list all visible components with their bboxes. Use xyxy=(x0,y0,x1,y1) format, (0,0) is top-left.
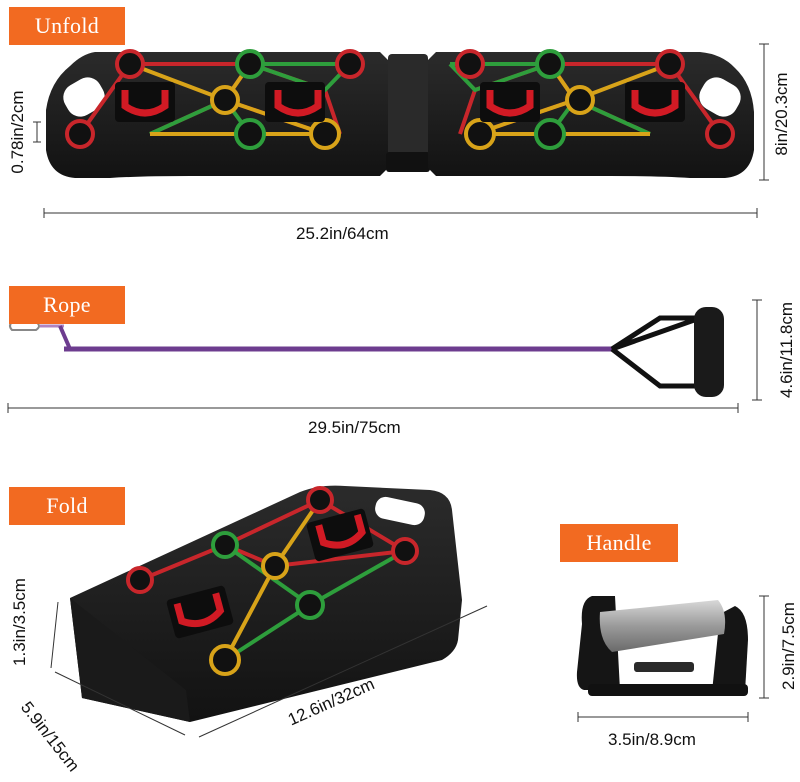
resistance-rope xyxy=(9,307,724,397)
unfold-dimension-lines xyxy=(33,43,769,218)
unfold-thickness-label: 0.78in/2cm xyxy=(8,90,27,174)
handle-width-label: 3.5in/8.9cm xyxy=(608,730,696,749)
unfold-height-label: 8in/20.3cm xyxy=(772,72,791,156)
handle-dimension-lines xyxy=(577,595,769,722)
handle-height-label: 2.9in/7.5cm xyxy=(779,602,798,690)
unfold-label: Unfold xyxy=(9,7,125,45)
unfold-width-label: 25.2in/64cm xyxy=(296,224,389,243)
fold-dimension-lines xyxy=(50,601,488,738)
rope-height-label: 4.6in/11.8cm xyxy=(777,301,796,399)
rope-dimension-lines xyxy=(7,299,762,413)
unfolded-pushup-board xyxy=(46,49,754,178)
handle-label: Handle xyxy=(560,524,678,562)
fold-label: Fold xyxy=(9,487,125,525)
fold-thickness-label: 1.3in/3.5cm xyxy=(10,578,29,666)
pushup-handle xyxy=(576,596,748,696)
folded-pushup-board xyxy=(70,485,462,722)
rope-length-label: 29.5in/75cm xyxy=(308,418,401,437)
rope-label: Rope xyxy=(9,286,125,324)
